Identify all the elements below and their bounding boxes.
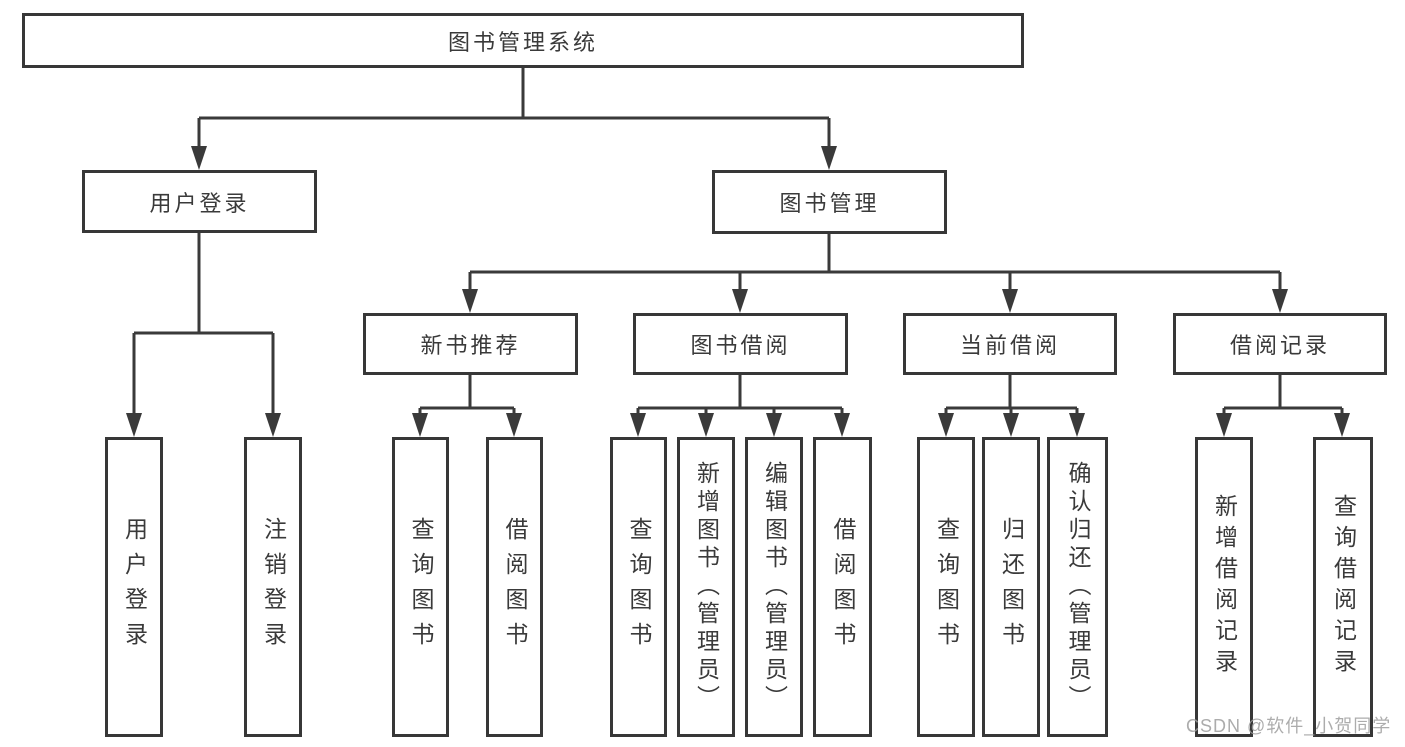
connector-arrowheads bbox=[126, 146, 1350, 437]
node-label: 借阅图书 bbox=[502, 517, 528, 657]
node-user-login: 用户登录 bbox=[82, 170, 317, 233]
node-label: 新增图书（管理员） bbox=[693, 461, 720, 713]
leaf-borrow-books-1: 借阅图书 bbox=[486, 437, 543, 737]
node-book-management: 图书管理 bbox=[712, 170, 947, 234]
node-label: 借阅图书 bbox=[830, 517, 856, 657]
leaf-user-login: 用户登录 bbox=[105, 437, 163, 737]
node-label: 归还图书 bbox=[998, 517, 1025, 657]
node-label: 查询图书 bbox=[933, 517, 960, 657]
node-label: 借阅记录 bbox=[1229, 333, 1330, 358]
node-label: 新书推荐 bbox=[420, 333, 521, 358]
leaf-return-books: 归还图书 bbox=[982, 437, 1040, 737]
leaf-query-borrow-record: 查询借阅记录 bbox=[1313, 437, 1373, 737]
node-current-borrow: 当前借阅 bbox=[903, 313, 1117, 375]
leaf-add-borrow-record: 新增借阅记录 bbox=[1195, 437, 1253, 737]
leaf-query-books-3: 查询图书 bbox=[917, 437, 975, 737]
leaf-add-books-admin: 新增图书（管理员） bbox=[677, 437, 735, 737]
connector-shafts bbox=[132, 68, 1344, 415]
node-borrow-records: 借阅记录 bbox=[1173, 313, 1387, 375]
leaf-logout: 注销登录 bbox=[244, 437, 302, 737]
node-label: 图书管理系统 bbox=[447, 29, 598, 55]
node-label: 用户登录 bbox=[121, 517, 148, 657]
leaf-query-books-1: 查询图书 bbox=[392, 437, 449, 737]
node-label: 新增借阅记录 bbox=[1211, 494, 1238, 680]
node-library-system: 图书管理系统 bbox=[22, 13, 1024, 68]
node-label: 注销登录 bbox=[260, 517, 287, 657]
leaf-edit-books-admin: 编辑图书（管理员） bbox=[745, 437, 803, 737]
csdn-watermark: CSDN @软件_小贺同学 bbox=[1186, 716, 1392, 736]
leaf-borrow-books-2: 借阅图书 bbox=[813, 437, 872, 737]
node-label: 确认归还（管理员） bbox=[1065, 461, 1091, 713]
node-label: 查询图书 bbox=[408, 517, 434, 657]
node-label: 编辑图书（管理员） bbox=[761, 461, 788, 713]
node-label: 当前借阅 bbox=[959, 333, 1060, 358]
leaf-confirm-return-admin: 确认归还（管理员） bbox=[1047, 437, 1108, 737]
node-label: 查询图书 bbox=[626, 517, 652, 657]
node-label: 图书借阅 bbox=[690, 333, 791, 358]
node-label: 查询借阅记录 bbox=[1330, 494, 1357, 680]
node-label: 用户登录 bbox=[149, 190, 250, 216]
leaf-query-books-2: 查询图书 bbox=[610, 437, 667, 737]
node-label: 图书管理 bbox=[779, 191, 880, 216]
node-new-book-recommend: 新书推荐 bbox=[363, 313, 578, 375]
node-book-borrow: 图书借阅 bbox=[633, 313, 848, 375]
